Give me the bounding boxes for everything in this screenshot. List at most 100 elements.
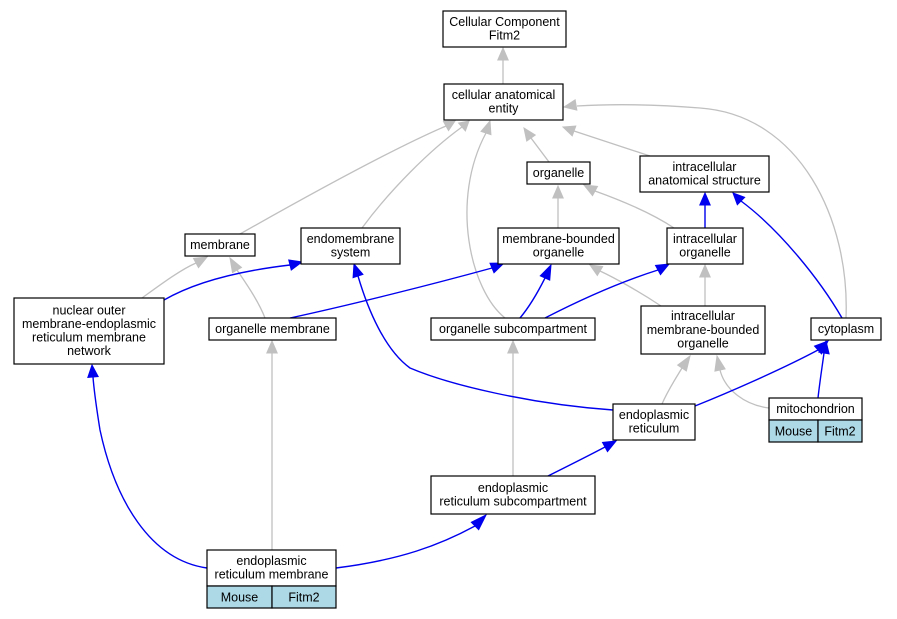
edge-orgsub-to-io — [544, 263, 671, 319]
edge-line — [519, 277, 546, 319]
edge-orgmem-to-membrane — [229, 256, 266, 319]
edge-ersub-to-er — [547, 440, 618, 477]
arrowhead-icon — [457, 120, 470, 132]
edge-mbo-to-organelle — [552, 184, 564, 228]
node-label: anatomical structure — [648, 174, 761, 188]
node-box — [208, 317, 337, 341]
edge-line — [239, 125, 447, 235]
edge-er-to-endomem — [352, 262, 614, 411]
node-label: endoplasmic — [619, 408, 689, 422]
edge-line — [817, 352, 825, 399]
arrowhead-icon — [489, 262, 506, 274]
arrowhead-icon — [552, 184, 564, 199]
edge-ersub-to-orgsub — [507, 339, 519, 476]
node-label: endomembrane — [307, 232, 395, 246]
edge-line — [719, 369, 770, 409]
edge-mito-to-cytoplasm — [817, 339, 830, 399]
node-label: membrane-bounded — [647, 323, 760, 337]
edge-line — [594, 190, 675, 229]
edge-line — [236, 269, 266, 319]
node-box — [300, 227, 401, 265]
node-box — [443, 83, 564, 121]
arrowhead-icon — [480, 119, 492, 136]
annotation-gene: Fitm2 — [288, 591, 319, 605]
annotation-species: Mouse — [775, 425, 813, 439]
node-box — [206, 549, 337, 587]
edge-layer — [87, 46, 847, 569]
annotation-row: Mouse Fitm2 — [768, 419, 863, 443]
arrowhead-icon — [582, 184, 599, 197]
arrowhead-icon — [562, 99, 578, 111]
node-mito[interactable]: mitochondrion — [768, 397, 863, 421]
node-membrane[interactable]: membrane — [184, 233, 256, 257]
arrowhead-icon — [714, 354, 726, 372]
arrowhead-icon — [561, 125, 577, 137]
edge-orgsub-to-cae — [466, 119, 506, 319]
arrowhead-icon — [699, 191, 711, 206]
node-organelle[interactable]: organelle — [526, 161, 591, 185]
arrowhead-icon — [523, 126, 537, 142]
edge-imbo-to-mbo — [588, 264, 662, 307]
node-label: organelle — [679, 246, 730, 260]
node-nuclear[interactable]: nuclear outermembrane-endoplasmicreticul… — [13, 297, 165, 365]
edge-line — [289, 267, 493, 319]
edge-cytoplasm-to-cae — [562, 99, 847, 319]
edge-ermem-to-ersub — [335, 513, 488, 569]
arrowhead-icon — [229, 256, 243, 274]
arrowhead-icon — [539, 263, 552, 281]
node-label: organelle subcompartment — [439, 322, 588, 336]
edge-line — [335, 525, 476, 569]
node-label: intracellular — [673, 232, 737, 246]
node-box — [526, 161, 591, 185]
node-label: nuclear outer — [53, 303, 126, 317]
node-label: intracellular — [671, 309, 735, 323]
edge-line — [573, 130, 651, 157]
edge-line — [661, 367, 683, 405]
edge-ermem-to-nuclear — [87, 363, 208, 569]
edge-io-to-organelle — [582, 184, 675, 229]
node-label: membrane-endoplasmic — [22, 317, 156, 331]
arrowhead-icon — [192, 256, 209, 269]
edge-er-to-imbo — [661, 354, 691, 405]
arrowhead-icon — [818, 339, 830, 355]
node-label: cellular anatomical — [452, 88, 556, 102]
node-box — [430, 475, 596, 515]
node-box — [666, 227, 744, 265]
node-label: organelle membrane — [215, 322, 330, 336]
arrowhead-icon — [352, 262, 364, 279]
edge-membrane-to-cae — [239, 120, 456, 235]
annotation-cell-gene — [271, 585, 337, 609]
node-box — [612, 403, 696, 441]
node-orgsub[interactable]: organelle subcompartment — [430, 317, 596, 341]
node-label: endoplasmic — [236, 554, 306, 568]
node-label: organelle — [533, 166, 584, 180]
edge-line — [599, 270, 662, 307]
arrowhead-icon — [497, 46, 509, 61]
edge-line — [740, 200, 843, 319]
node-label: system — [331, 246, 371, 260]
node-label: entity — [489, 102, 520, 116]
node-box — [13, 297, 165, 365]
arrowhead-icon — [732, 192, 746, 206]
node-label: reticulum membrane — [32, 331, 146, 345]
node-cytoplasm[interactable]: cytoplasm — [810, 317, 882, 341]
edge-nuclear-to-endomem — [163, 259, 304, 301]
node-label: organelle — [533, 246, 584, 260]
arrowhead-icon — [699, 263, 711, 278]
node-label: intracellular — [673, 160, 737, 174]
node-orgmem[interactable]: organelle membrane — [208, 317, 337, 341]
arrowhead-icon — [507, 339, 519, 354]
annotation-gene: Fitm2 — [824, 425, 855, 439]
node-box — [497, 227, 620, 265]
